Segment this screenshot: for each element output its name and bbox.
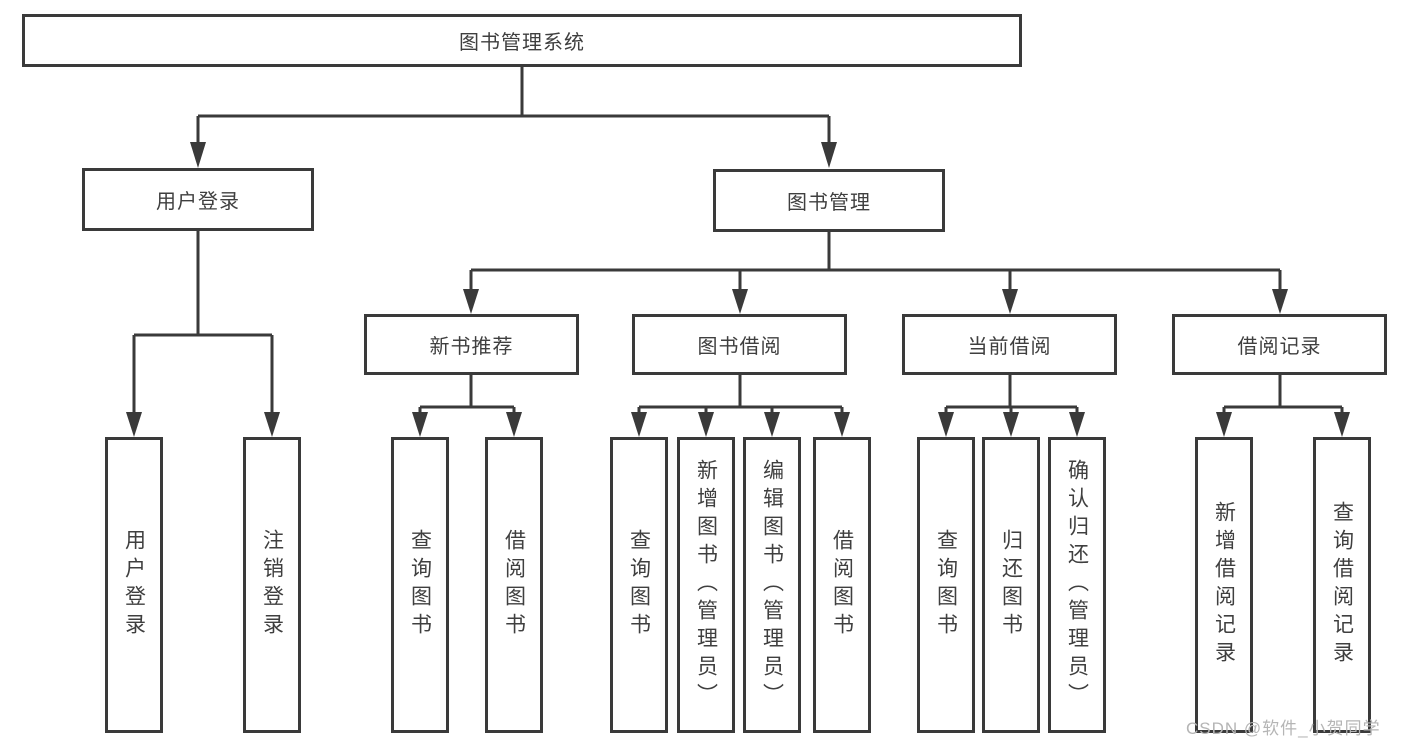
node-borrow-records: 借阅记录 (1172, 314, 1387, 375)
leaf-confirm-return-admin-label: 确认归还（管理员） (1065, 459, 1089, 711)
node-book-borrow: 图书借阅 (632, 314, 847, 375)
node-book-management: 图书管理 (713, 169, 945, 232)
leaf-borrow-books: 借阅图书 (813, 437, 871, 733)
leaf-borrow-query-books-label: 查询图书 (627, 529, 651, 641)
leaf-confirm-return-admin: 确认归还（管理员） (1048, 437, 1106, 733)
leaf-edit-books-admin-label: 编辑图书（管理员） (760, 459, 784, 711)
leaf-logout: 注销登录 (243, 437, 301, 733)
leaf-query-borrow-record-label: 查询借阅记录 (1330, 501, 1354, 669)
leaf-current-query-books: 查询图书 (917, 437, 975, 733)
leaf-add-books-admin: 新增图书（管理员） (677, 437, 735, 733)
node-new-book-recommend-label: 新书推荐 (429, 336, 514, 358)
leaf-add-books-admin-label: 新增图书（管理员） (694, 459, 718, 711)
leaf-user-login-label: 用户登录 (122, 529, 146, 641)
leaf-new-borrow-books-label: 借阅图书 (502, 529, 526, 641)
leaf-current-query-books-label: 查询图书 (934, 529, 958, 641)
leaf-query-borrow-record: 查询借阅记录 (1313, 437, 1371, 733)
node-current-borrow: 当前借阅 (902, 314, 1117, 375)
node-user-login: 用户登录 (82, 168, 314, 231)
watermark: CSDN @软件_小贺同学 (1186, 719, 1381, 738)
leaf-logout-label: 注销登录 (260, 529, 284, 641)
node-root-label: 图书管理系统 (459, 32, 585, 54)
node-root: 图书管理系统 (22, 14, 1022, 67)
leaf-borrow-query-books: 查询图书 (610, 437, 668, 733)
leaf-edit-books-admin: 编辑图书（管理员） (743, 437, 801, 733)
node-book-borrow-label: 图书借阅 (697, 336, 782, 358)
leaf-new-borrow-books: 借阅图书 (485, 437, 543, 733)
node-current-borrow-label: 当前借阅 (967, 336, 1052, 358)
node-new-book-recommend: 新书推荐 (364, 314, 579, 375)
leaf-new-query-books: 查询图书 (391, 437, 449, 733)
node-borrow-records-label: 借阅记录 (1237, 336, 1322, 358)
leaf-add-borrow-record-label: 新增借阅记录 (1212, 501, 1236, 669)
leaf-borrow-books-label: 借阅图书 (830, 529, 854, 641)
leaf-return-books: 归还图书 (982, 437, 1040, 733)
leaf-add-borrow-record: 新增借阅记录 (1195, 437, 1253, 733)
node-user-login-label: 用户登录 (156, 191, 240, 213)
node-book-management-label: 图书管理 (787, 192, 871, 214)
leaf-new-query-books-label: 查询图书 (408, 529, 432, 641)
leaf-return-books-label: 归还图书 (999, 529, 1023, 641)
leaf-user-login: 用户登录 (105, 437, 163, 733)
